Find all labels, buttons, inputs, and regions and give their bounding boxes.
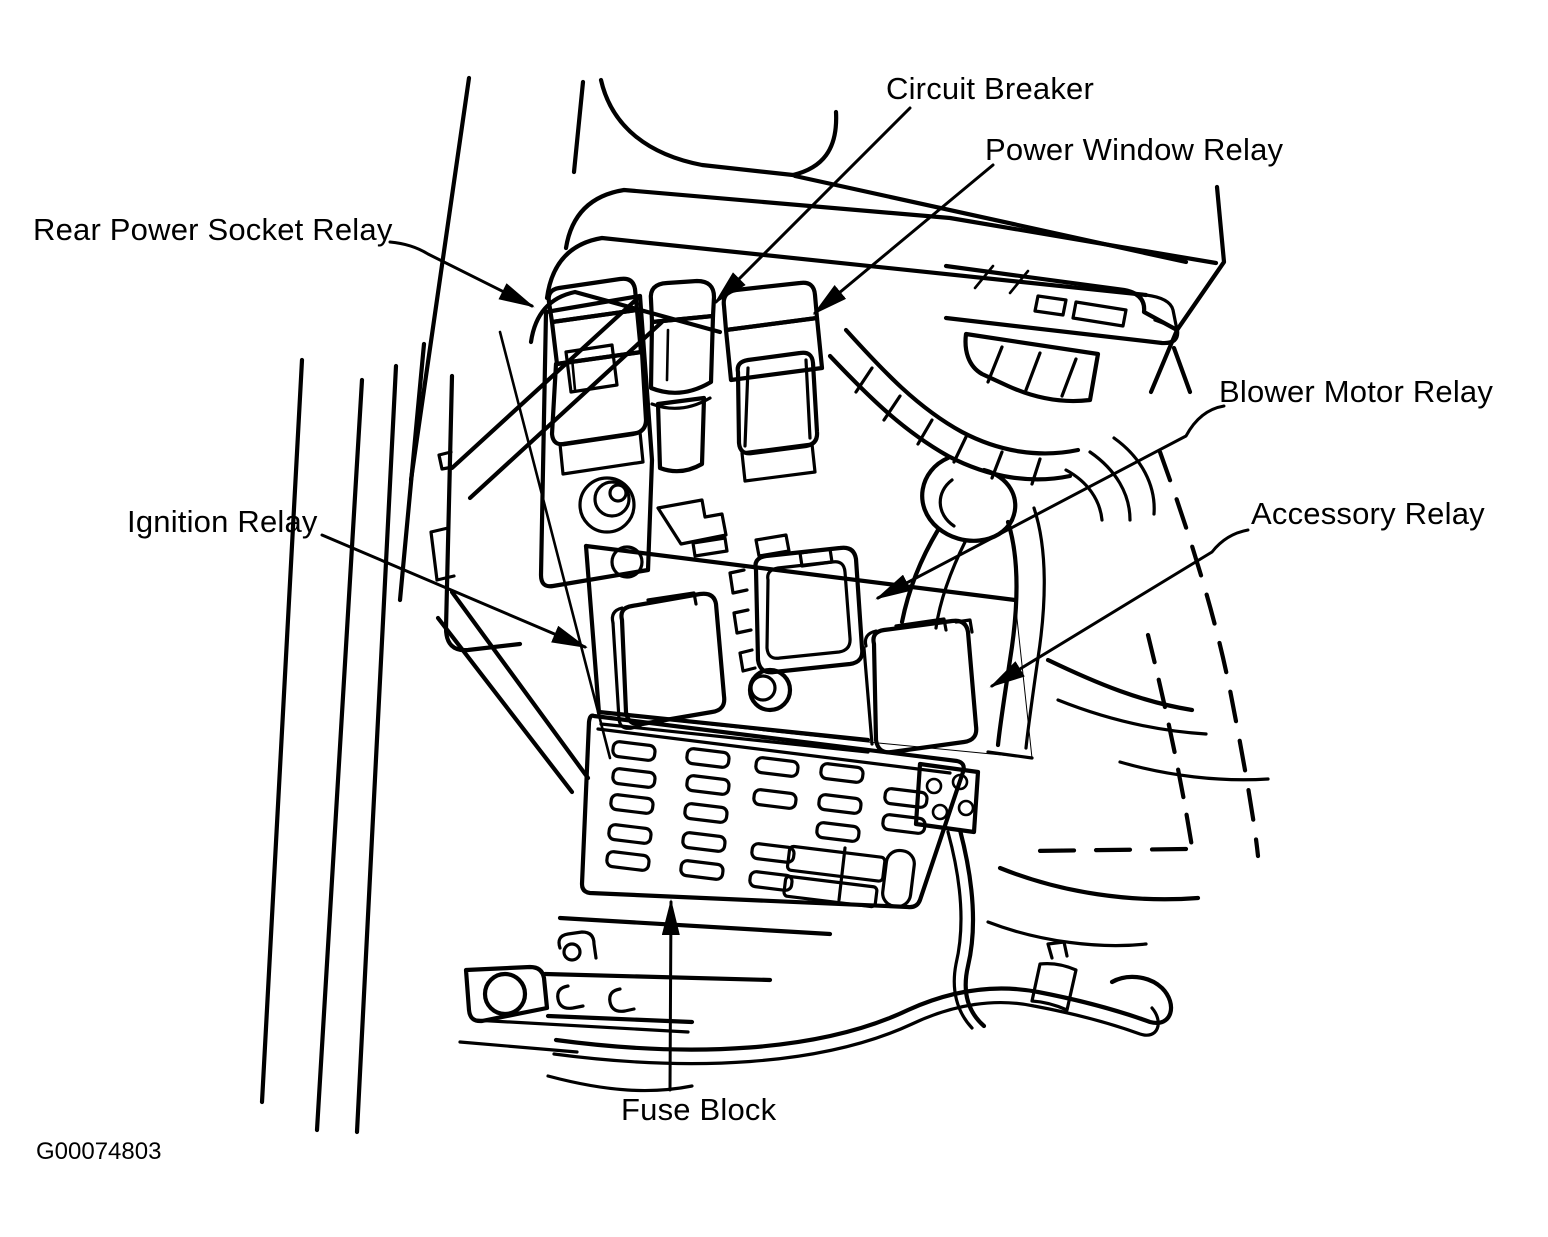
label-blower-motor-relay: Blower Motor Relay <box>1219 374 1494 409</box>
fuse-block-face <box>579 713 966 910</box>
arrow-rear-power-socket-relay <box>388 240 535 308</box>
panel-hole <box>747 667 793 713</box>
callout-arrows <box>320 106 1250 1092</box>
label-circuit-breaker: Circuit Breaker <box>886 71 1094 106</box>
arrow-power-window-relay <box>812 163 995 315</box>
ignition-relay-part <box>610 591 727 730</box>
label-rear-power-socket-relay: Rear Power Socket Relay <box>33 212 393 247</box>
arrow-fuse-block <box>661 899 680 1092</box>
arrow-accessory-relay <box>989 528 1250 688</box>
arrow-ignition-relay <box>320 533 588 649</box>
dash-rail-strip <box>943 263 1180 346</box>
bracket-plate-bolt <box>538 293 791 589</box>
bottom-cables <box>546 827 1173 1093</box>
connector-block <box>913 761 981 835</box>
rear-power-socket-relay-part <box>546 276 649 476</box>
arrow-circuit-breaker <box>713 106 912 305</box>
circuit-breaker-part <box>648 278 717 474</box>
label-accessory-relay: Accessory Relay <box>1251 496 1485 531</box>
power-window-relay-part <box>721 280 825 483</box>
accessory-relay-part <box>862 617 979 755</box>
lower-housing-bracket <box>458 915 833 1054</box>
fuse-slots <box>605 740 929 909</box>
dashed-boundary <box>1027 449 1261 859</box>
label-fuse-block: Fuse Block <box>621 1092 777 1127</box>
hatched-trim-piece <box>963 331 1101 404</box>
dash-panel-lines <box>528 77 1227 395</box>
figure-code: G00074803 <box>36 1138 162 1165</box>
label-ignition-relay: Ignition Relay <box>127 504 318 539</box>
label-power-window-relay: Power Window Relay <box>985 132 1284 167</box>
arrow-blower-motor-relay <box>875 404 1226 600</box>
seat-carpet-lines <box>986 657 1270 948</box>
mounting-bracket-arm <box>435 293 665 795</box>
